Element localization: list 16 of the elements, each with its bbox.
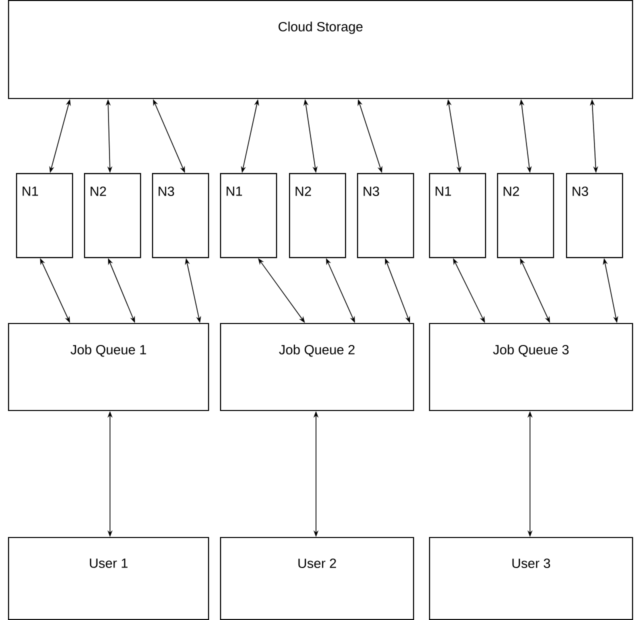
node-box: N3 xyxy=(566,173,624,258)
process-box: Job Queue 1 xyxy=(8,323,210,412)
node-box: N1 xyxy=(429,173,486,258)
node-box: N3 xyxy=(357,173,414,258)
node-box: N1 xyxy=(16,173,74,258)
process-box: Job Queue 3 xyxy=(429,323,634,412)
node-box: N2 xyxy=(497,173,554,258)
node-box: N2 xyxy=(84,173,142,258)
process-box: User 2 xyxy=(220,537,414,620)
node-box: N2 xyxy=(289,173,346,258)
process-box: User 3 xyxy=(429,537,634,620)
process-box: Job Queue 2 xyxy=(220,323,414,412)
node-box: N3 xyxy=(152,173,210,258)
node-box: N1 xyxy=(220,173,278,258)
storage-box: Cloud Storage xyxy=(8,0,634,100)
process-box: User 1 xyxy=(8,537,210,620)
